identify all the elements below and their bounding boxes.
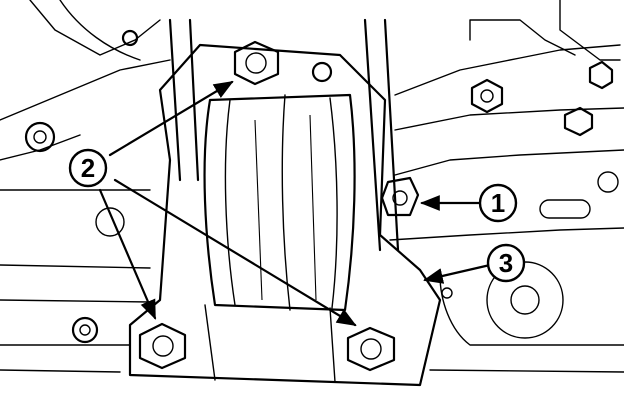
callout-1-label: 1 xyxy=(491,188,505,218)
frame-hole xyxy=(95,207,125,237)
rubber-mount xyxy=(203,93,356,312)
callout-2: 2 xyxy=(68,148,108,188)
bolt-icon xyxy=(588,60,614,90)
background-bolts xyxy=(24,29,614,344)
bolt-icon xyxy=(24,121,56,153)
bolt-icon xyxy=(121,29,139,47)
mount-bolt-top xyxy=(233,40,280,86)
arrow-callout-2-right xyxy=(113,178,357,327)
support-rod xyxy=(168,18,400,252)
arrow-callout-3 xyxy=(423,263,492,284)
arrow-callout-2-left xyxy=(98,188,157,320)
callout-2-label: 2 xyxy=(81,153,95,183)
callout-3-label: 3 xyxy=(499,248,513,278)
mount-bolt-right xyxy=(346,326,396,372)
bolt-icon xyxy=(563,106,594,137)
bolt-1 xyxy=(380,176,420,217)
leader-arrows xyxy=(98,80,492,327)
mount-bolt-hidden xyxy=(311,61,333,83)
mount-bracket xyxy=(128,43,442,387)
mount-bolt-left xyxy=(138,322,187,370)
arrow-callout-2-top xyxy=(108,80,234,157)
bolt-icon xyxy=(71,316,99,344)
callout-3: 3 xyxy=(486,243,526,283)
frame-slot xyxy=(539,199,591,219)
callout-1: 1 xyxy=(478,183,518,223)
background-structure xyxy=(0,0,624,373)
bolt-icon xyxy=(470,78,504,114)
